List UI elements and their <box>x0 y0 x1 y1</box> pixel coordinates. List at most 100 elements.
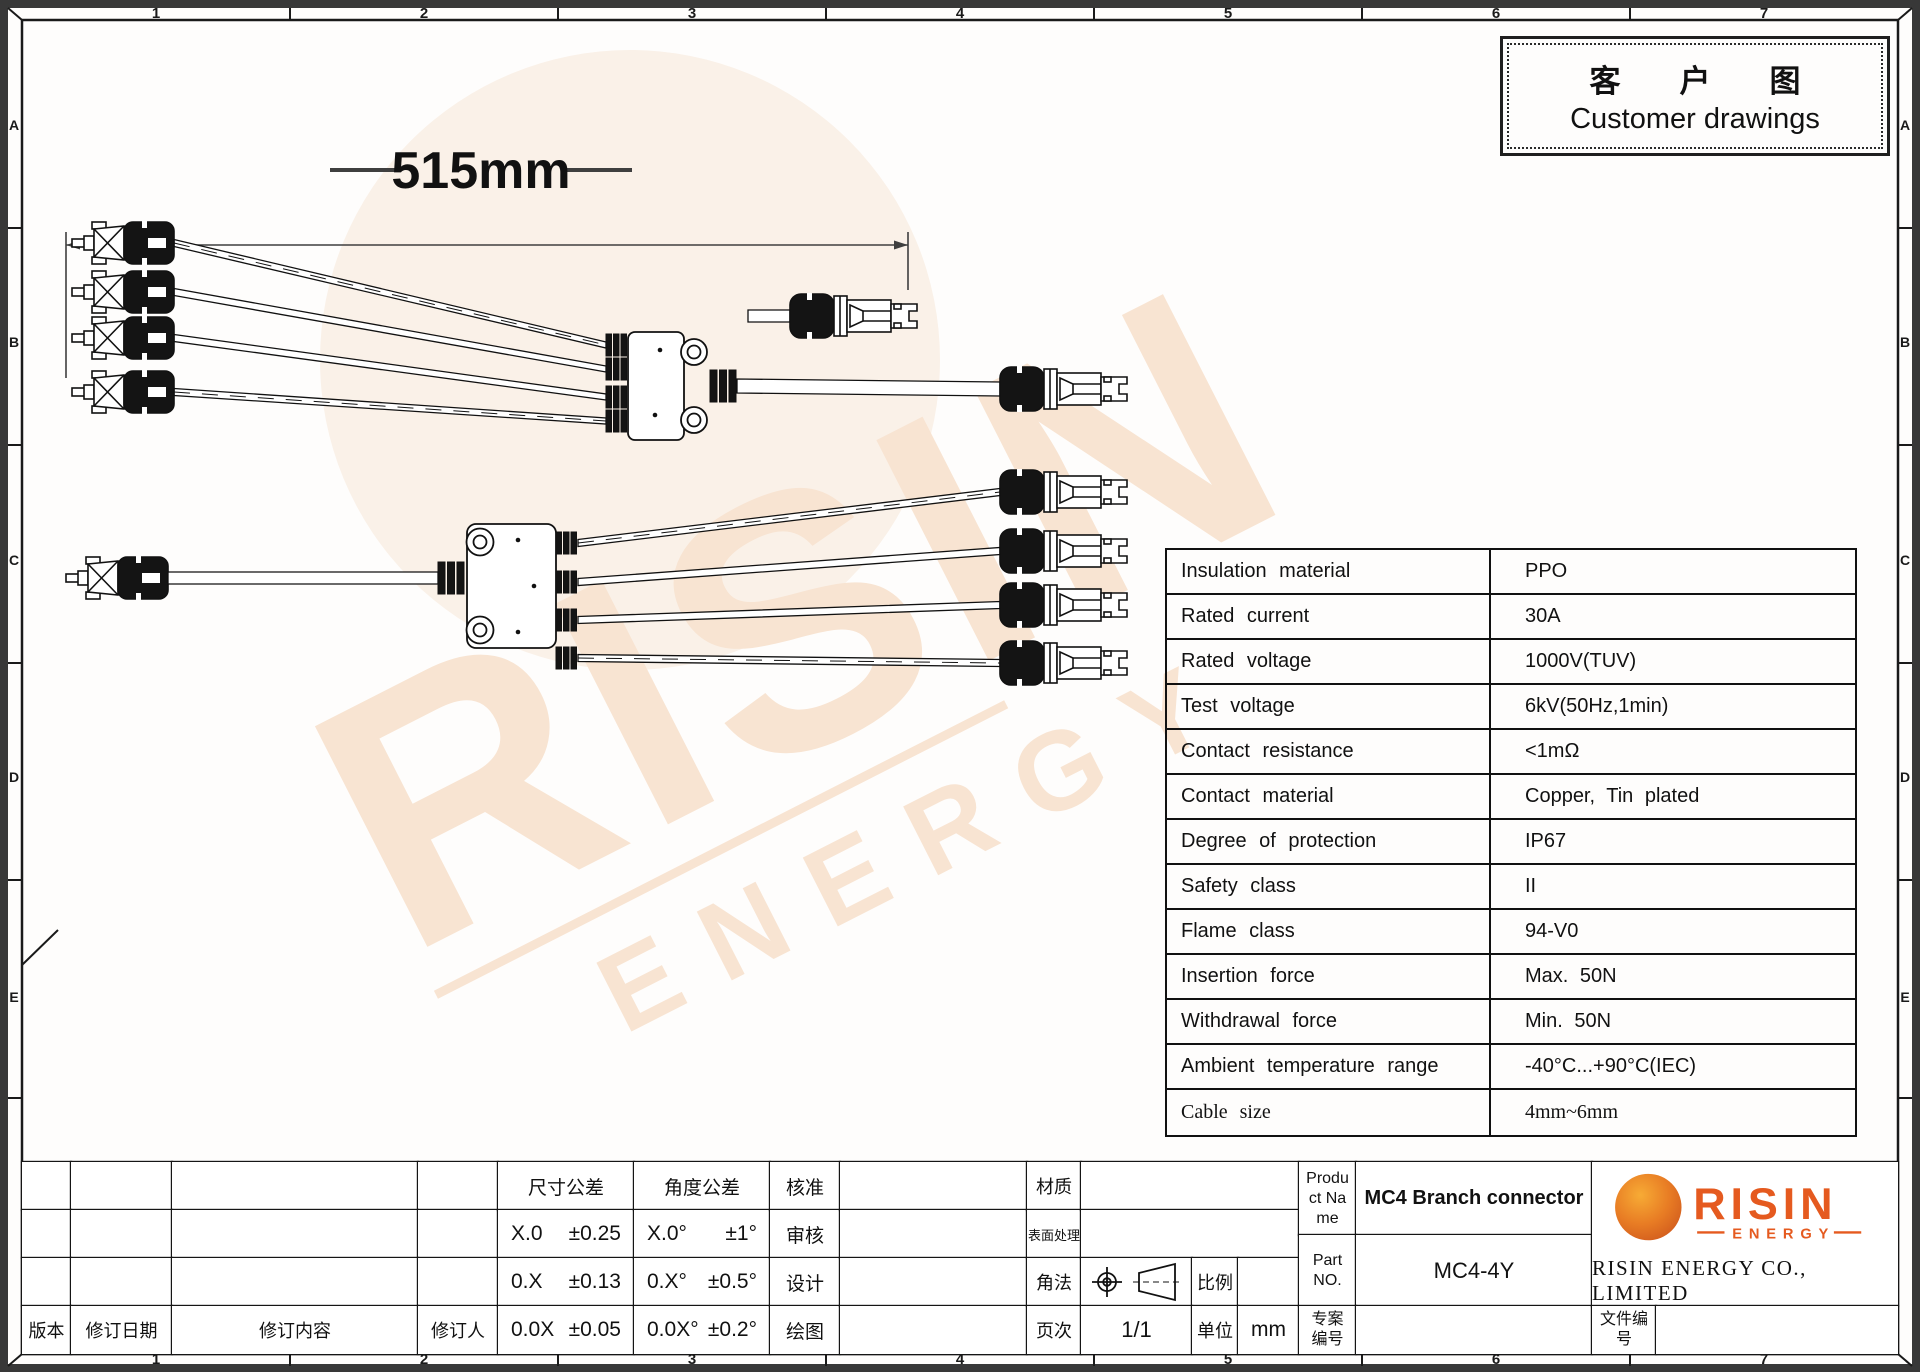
unit-label: 单位 <box>1192 1306 1238 1354</box>
revision-content-label: 修订内容 <box>172 1306 418 1354</box>
stamp-title-en: Customer drawings <box>1570 103 1820 135</box>
zone-number-bottom: 4 <box>955 1351 965 1368</box>
tol-range: X.0 <box>511 1222 543 1245</box>
spec-row: Contact material Copper, Tin plated <box>1167 775 1855 820</box>
spec-row: Flame class 94-V0 <box>1167 910 1855 955</box>
tol-range: 0.X° <box>647 1270 687 1293</box>
part-no-label: Part NO. <box>1299 1235 1356 1306</box>
watermark-swoosh <box>433 700 1009 999</box>
zone-letter-left: D <box>8 769 20 785</box>
bottom-assembly <box>65 468 1128 687</box>
page-label: 页次 <box>1027 1306 1081 1354</box>
revision-cell <box>71 1210 172 1258</box>
cable <box>173 238 607 425</box>
zone-letter-right: C <box>1899 552 1911 568</box>
zone-letter-right: D <box>1899 769 1911 785</box>
revision-cell <box>418 1258 498 1306</box>
angle-tolerance-row: 0.0X° ±0.2° <box>634 1306 770 1354</box>
zone-number-top: 7 <box>1759 5 1769 22</box>
spec-label: Insertion force <box>1167 955 1491 998</box>
spec-label: Contact material <box>1167 775 1491 818</box>
cable <box>747 309 791 323</box>
zone-number-bottom: 2 <box>419 1351 429 1368</box>
revision-cell <box>172 1258 418 1306</box>
cable <box>736 378 1001 397</box>
approval-label-check: 核准 <box>770 1162 840 1210</box>
zone-number-top: 6 <box>1491 5 1501 22</box>
zone-number-bottom: 7 <box>1759 1351 1769 1368</box>
doc-no-label: 文件编号 <box>1592 1306 1656 1354</box>
spec-value: 6kV(50Hz,1min) <box>1525 695 1669 717</box>
spec-value: -40°C...+90°C(IEC) <box>1525 1055 1697 1077</box>
spec-value: <1mΩ <box>1525 740 1580 762</box>
approval-signature-cell <box>840 1306 1027 1354</box>
customer-drawings-stamp: 客 户 图 Customer drawings <box>1500 36 1890 156</box>
tol-range: 0.0X° <box>647 1318 699 1341</box>
spec-value: 30A <box>1525 605 1561 627</box>
title-block: 版本 修订日期 修订内容 修订人 尺寸公差 X.0 ±0.25 0.X ±0.1… <box>22 1162 1898 1354</box>
spec-row: Ambient temperature range-40°C...+90°C(I… <box>1167 1045 1855 1090</box>
spec-value: 94-V0 <box>1525 920 1579 942</box>
approval-signature-cell <box>840 1258 1027 1306</box>
revision-cell <box>22 1258 71 1306</box>
tol-value: ±0.5° <box>707 1270 757 1293</box>
first-angle-projection-icon <box>1091 1262 1181 1302</box>
approval-signature-cell <box>840 1162 1027 1210</box>
revision-cell <box>22 1210 71 1258</box>
tol-value: ±1° <box>725 1222 757 1245</box>
revision-date-label: 修订日期 <box>71 1306 172 1354</box>
tol-range: 0.X <box>511 1270 543 1293</box>
spec-label: Contact resistance <box>1167 730 1491 773</box>
spec-value: Min. 50N <box>1525 1010 1612 1032</box>
zone-letter-left: B <box>8 334 20 350</box>
zone-number-top: 2 <box>419 5 429 22</box>
spec-label: Degree of protection <box>1167 820 1491 863</box>
revision-cell <box>71 1162 172 1210</box>
angle-tolerance-header: 角度公差 <box>634 1162 770 1210</box>
zone-number-top: 5 <box>1223 5 1233 22</box>
zone-letter-left: C <box>8 552 20 568</box>
spec-row: Contact resistance <1mΩ <box>1167 730 1855 775</box>
zone-number-bottom: 6 <box>1491 1351 1501 1368</box>
approval-signature-cell <box>840 1210 1027 1258</box>
page-value: 1/1 <box>1081 1306 1192 1354</box>
stamp-inner-border: 客 户 图 Customer drawings <box>1507 43 1883 149</box>
tol-value: ±0.25 <box>568 1222 621 1245</box>
male-connector <box>71 369 175 415</box>
risin-logo: RISIN ENERGY <box>1615 1173 1862 1242</box>
tol-value: ±0.13 <box>568 1270 621 1293</box>
revision-cell <box>22 1162 71 1210</box>
project-no-value-cell <box>1356 1306 1592 1354</box>
spec-label: Flame class <box>1167 910 1491 953</box>
spec-label: Safety class <box>1167 865 1491 908</box>
revision-cell <box>172 1162 418 1210</box>
spec-label: Rated current <box>1167 595 1491 638</box>
male-connector <box>71 315 175 361</box>
spec-value: Copper, Tin plated <box>1525 785 1700 807</box>
zone-number-bottom: 3 <box>687 1351 697 1368</box>
zone-number-bottom: 5 <box>1223 1351 1233 1368</box>
spec-value: 4mm~6mm <box>1525 1101 1619 1123</box>
zone-letter-left: E <box>9 989 19 1005</box>
zone-number-top: 3 <box>687 5 697 22</box>
approval-label-draw: 绘图 <box>770 1306 840 1354</box>
dimension-label: 515mm <box>391 142 570 200</box>
unit-value: mm <box>1238 1306 1299 1354</box>
zone-letter-left: A <box>8 117 20 133</box>
sun-icon <box>1615 1173 1682 1241</box>
angle-tolerance-row: 0.X° ±0.5° <box>634 1258 770 1306</box>
angle-tolerance-row: X.0° ±1° <box>634 1210 770 1258</box>
spec-label: Rated voltage <box>1167 640 1491 683</box>
surface-label: 表面处理 <box>1027 1210 1081 1258</box>
dim-tolerance-row: 0.0X ±0.05 <box>498 1306 634 1354</box>
projection-label: 角法 <box>1027 1258 1081 1306</box>
tol-range: 0.0X <box>511 1318 555 1341</box>
revision-cell <box>418 1210 498 1258</box>
